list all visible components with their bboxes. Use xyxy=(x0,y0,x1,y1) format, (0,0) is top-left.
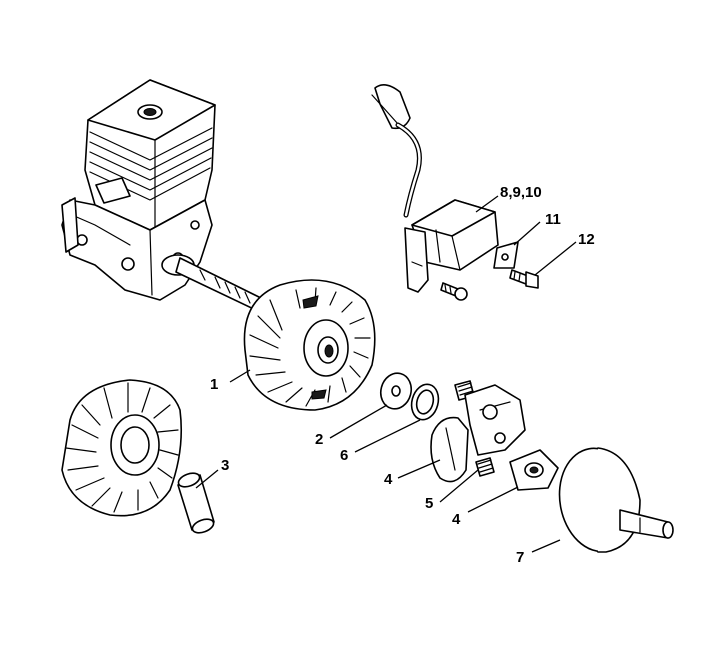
screw xyxy=(509,269,539,289)
callout-1: 1 xyxy=(210,376,218,393)
callout-8-9-10: 8,9,10 xyxy=(500,184,542,201)
callout-3: 3 xyxy=(221,457,229,474)
flywheel-rear-view xyxy=(61,379,183,517)
callout-2: 2 xyxy=(315,431,323,448)
sleeve xyxy=(177,472,215,534)
clutch-shoe-lower xyxy=(430,416,469,483)
callout-leaders xyxy=(195,195,577,553)
ring xyxy=(410,383,440,421)
clutch-drum xyxy=(558,447,674,553)
clutch-shoe-upper xyxy=(464,384,526,456)
ignition-mount-screw xyxy=(440,282,468,301)
callout-4-carrier: 4 xyxy=(452,511,461,528)
callout-11: 11 xyxy=(545,211,561,228)
callout-4-shoe: 4 xyxy=(384,471,393,488)
spring-lower xyxy=(475,457,495,477)
terminal-bracket xyxy=(493,241,519,269)
callout-12: 12 xyxy=(578,231,595,248)
callout-7: 7 xyxy=(516,549,524,566)
washer xyxy=(379,372,413,410)
clutch-carrier xyxy=(509,449,559,491)
flywheel xyxy=(243,279,376,411)
callout-5: 5 xyxy=(425,495,433,512)
ignition-module xyxy=(371,84,499,293)
callout-6: 6 xyxy=(340,447,348,464)
engine-cylinder-crankcase xyxy=(61,79,267,314)
